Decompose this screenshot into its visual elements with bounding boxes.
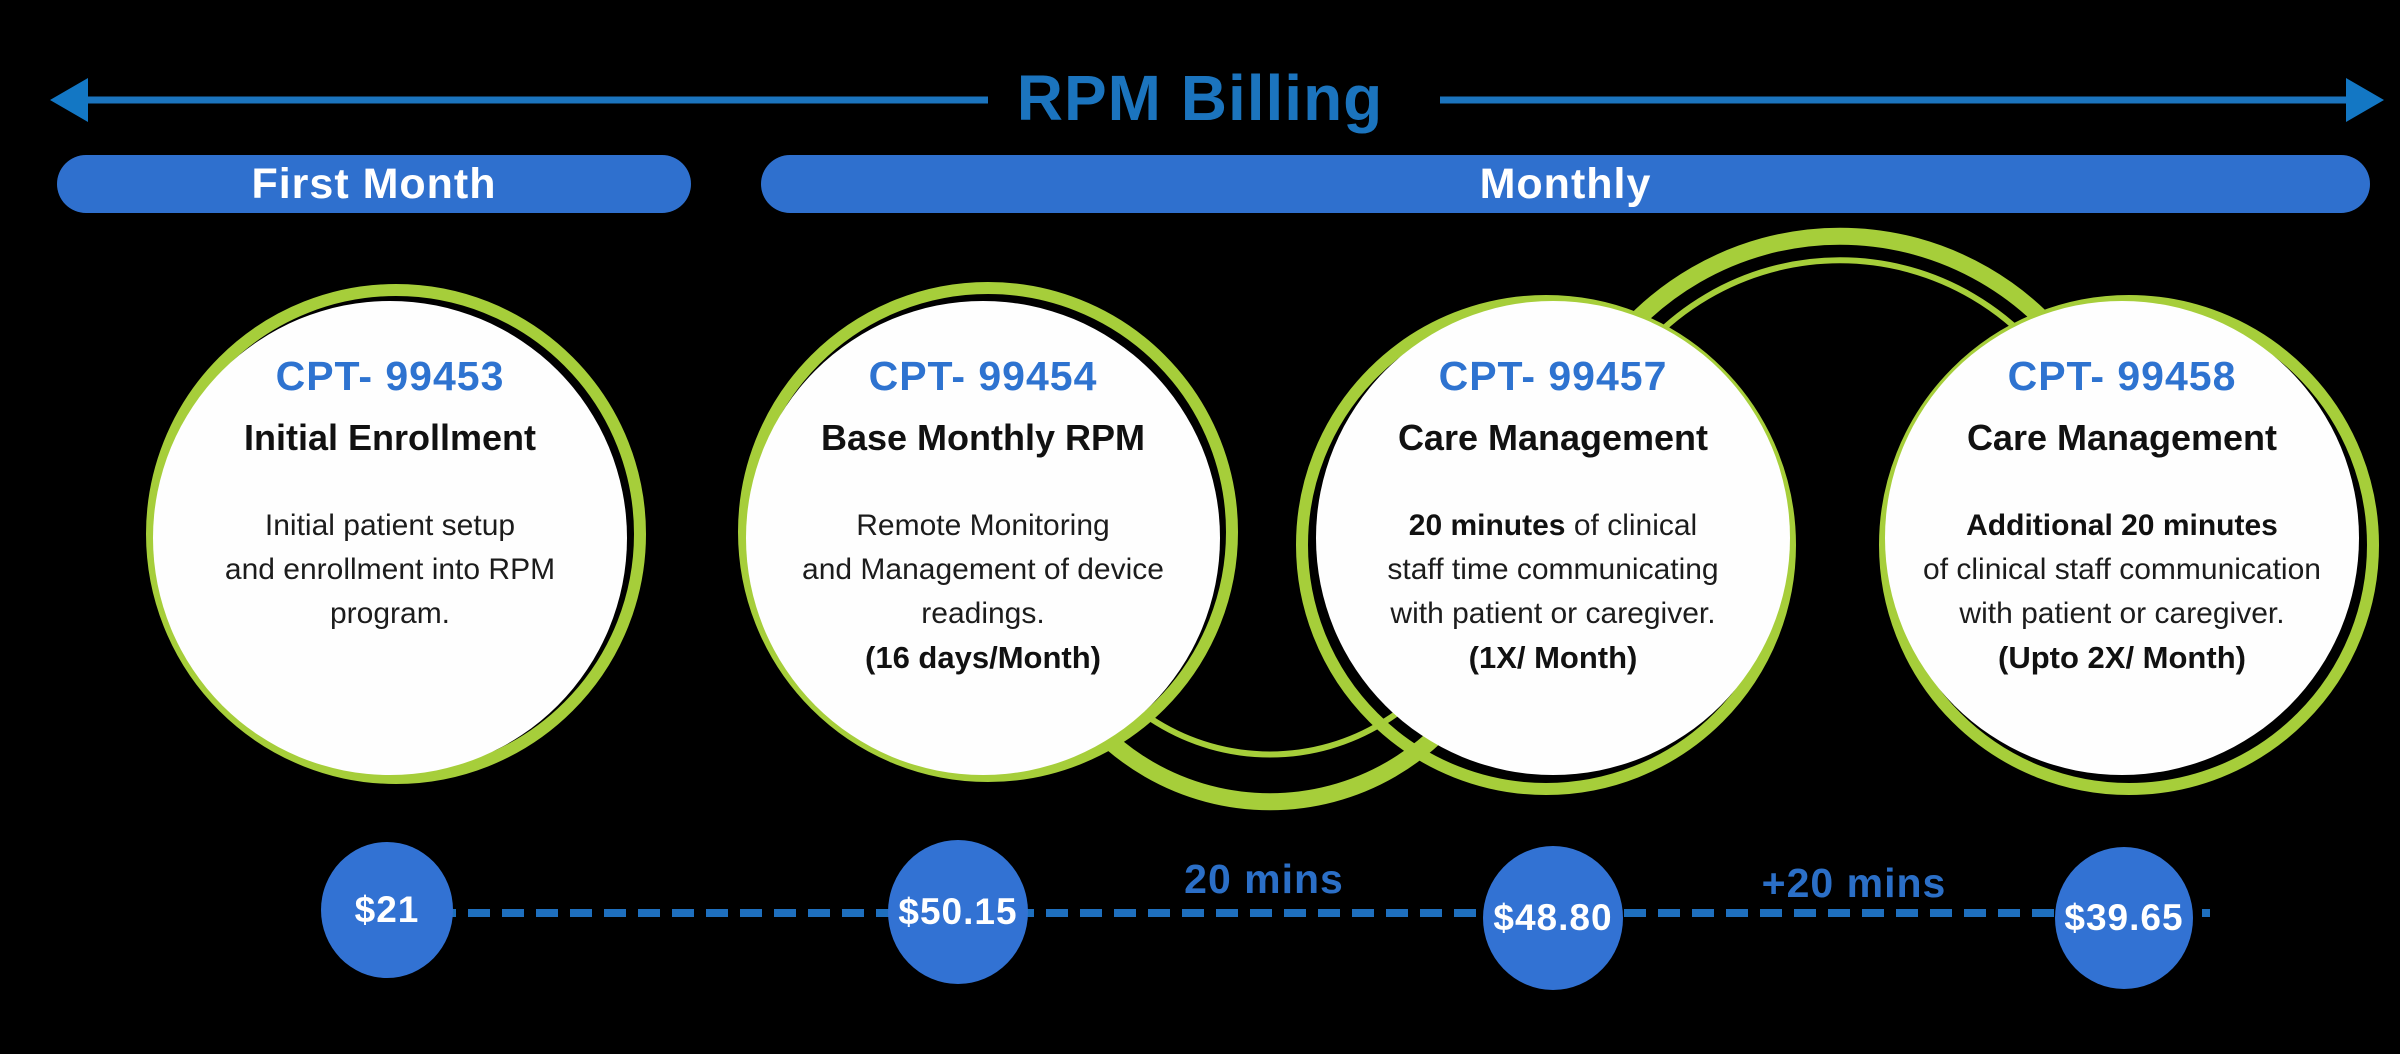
body-line: with patient or caregiver. [1390, 597, 1716, 630]
step-circle-2 [746, 301, 1220, 775]
card-note: (1X/ Month) [1468, 640, 1638, 675]
interval-label-plus-20-mins: +20 mins [1761, 860, 1947, 906]
card-subtitle: Care Management [1397, 417, 1709, 458]
cpt-code: CPT- 99457 [1438, 353, 1668, 399]
card-subtitle: Initial Enrollment [243, 417, 537, 458]
step-circle-3 [1316, 301, 1790, 775]
card-cpt-99454: CPT- 99454 Base Monthly RPM Remote Monit… [748, 352, 1218, 680]
card-note: (16 days/Month) [865, 640, 1101, 675]
price-badge-99454: $50.15 [888, 840, 1028, 984]
body-line: with patient or caregiver. [1959, 597, 2285, 630]
price-value: $48.80 [1493, 897, 1613, 938]
green-connector-arc-top-inner [1617, 257, 2063, 382]
price-badge-99458: $39.65 [2055, 847, 2193, 989]
card-cpt-99458: CPT- 99458 Care Management Additional 20… [1887, 352, 2357, 680]
card-body: 20 minutes of clinical staff time commun… [1318, 504, 1788, 680]
section-pill-first-month-label: First Month [251, 159, 497, 208]
card-body: Initial patient setup and enrollment int… [155, 504, 625, 636]
cpt-code: CPT- 99454 [868, 353, 1098, 399]
page-title: RPM Billing [1016, 62, 1384, 134]
arrowhead-right-icon [2346, 78, 2384, 122]
step-circle-1 [153, 301, 627, 775]
price-value: $39.65 [2064, 897, 2184, 938]
step-circle-4 [1885, 301, 2359, 775]
body-line: 20 minutes of clinical [1408, 509, 1698, 542]
card-body: Remote Monitoring and Management of devi… [748, 504, 1218, 680]
body-line: program. [329, 597, 451, 630]
section-pill-monthly-label: Monthly [1479, 159, 1652, 208]
section-pill-first-month: First Month [57, 155, 691, 213]
body-line: staff time communicating [1387, 553, 1719, 586]
body-line: and enrollment into RPM [224, 553, 556, 586]
green-ring-step-3 [1296, 295, 1796, 795]
card-cpt-99457: CPT- 99457 Care Management 20 minutes of… [1318, 352, 1788, 680]
card-subtitle: Base Monthly RPM [820, 417, 1146, 458]
green-ring-step-1 [146, 284, 646, 784]
price-badge-99457: $48.80 [1483, 846, 1623, 990]
price-value: $21 [354, 889, 420, 930]
body-line: and Management of device [802, 553, 1164, 586]
price-badge-99453: $21 [321, 842, 453, 978]
body-line: Initial patient setup [264, 509, 516, 542]
body-line: Remote Monitoring [856, 509, 1110, 542]
green-ring-step-4 [1879, 295, 2379, 795]
card-body: Additional 20 minutes of clinical staff … [1887, 504, 2357, 680]
cpt-code: CPT- 99458 [2007, 353, 2237, 399]
card-cpt-99453: CPT- 99453 Initial Enrollment Initial pa… [155, 352, 625, 636]
arrowhead-left-icon [50, 78, 88, 122]
interval-label-20-mins: 20 mins [1184, 856, 1344, 902]
card-note: (Upto 2X/ Month) [1998, 640, 2246, 675]
green-ring-step-2 [738, 282, 1238, 782]
price-value: $50.15 [898, 891, 1018, 932]
card-subtitle: Care Management [1966, 417, 2278, 458]
cpt-code: CPT- 99453 [275, 353, 505, 399]
body-line: readings. [921, 597, 1045, 630]
body-line: Additional 20 minutes [1966, 509, 2278, 542]
body-line: of clinical staff communication [1923, 553, 2321, 586]
section-pill-monthly: Monthly [761, 155, 2370, 213]
green-connector-arc-top [1592, 227, 2088, 370]
